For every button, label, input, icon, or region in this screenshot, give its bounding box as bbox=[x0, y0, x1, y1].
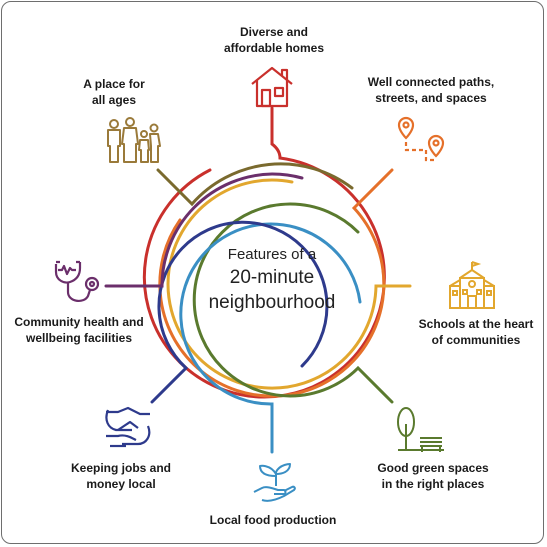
connector-ages bbox=[156, 162, 354, 207]
label-food: Local food production bbox=[209, 513, 337, 527]
label-health: Community health and wellbeing facilitie… bbox=[14, 315, 144, 345]
label-ages: A place for all ages bbox=[83, 77, 145, 107]
stethoscope-icon bbox=[54, 260, 100, 302]
center-title-line1: Features of a bbox=[227, 246, 317, 263]
house-icon bbox=[251, 66, 293, 108]
connector-jobs bbox=[150, 220, 329, 404]
hand-seedling-icon bbox=[253, 463, 296, 502]
school-icon bbox=[449, 261, 495, 309]
connector-health bbox=[104, 172, 304, 288]
connector-food bbox=[179, 222, 362, 454]
handshake-icon bbox=[105, 406, 151, 448]
label-homes: Diverse and affordable homes bbox=[223, 25, 325, 55]
center-title-line2: 20-minute bbox=[229, 267, 315, 288]
label-schools: Schools at the heart of communities bbox=[418, 317, 534, 347]
label-jobs: Keeping jobs and money local bbox=[70, 461, 171, 491]
family-icon bbox=[107, 117, 161, 163]
label-green: Good green spaces in the right places bbox=[377, 461, 489, 491]
tree-bench-icon bbox=[397, 407, 444, 452]
connector-green bbox=[192, 202, 394, 404]
label-paths: Well connected paths, streets, and space… bbox=[367, 75, 495, 105]
route-pins-icon bbox=[397, 116, 445, 162]
connector-homes bbox=[142, 106, 386, 399]
connector-schools bbox=[166, 178, 412, 390]
center-title-line3: neighbourhood bbox=[208, 292, 336, 313]
